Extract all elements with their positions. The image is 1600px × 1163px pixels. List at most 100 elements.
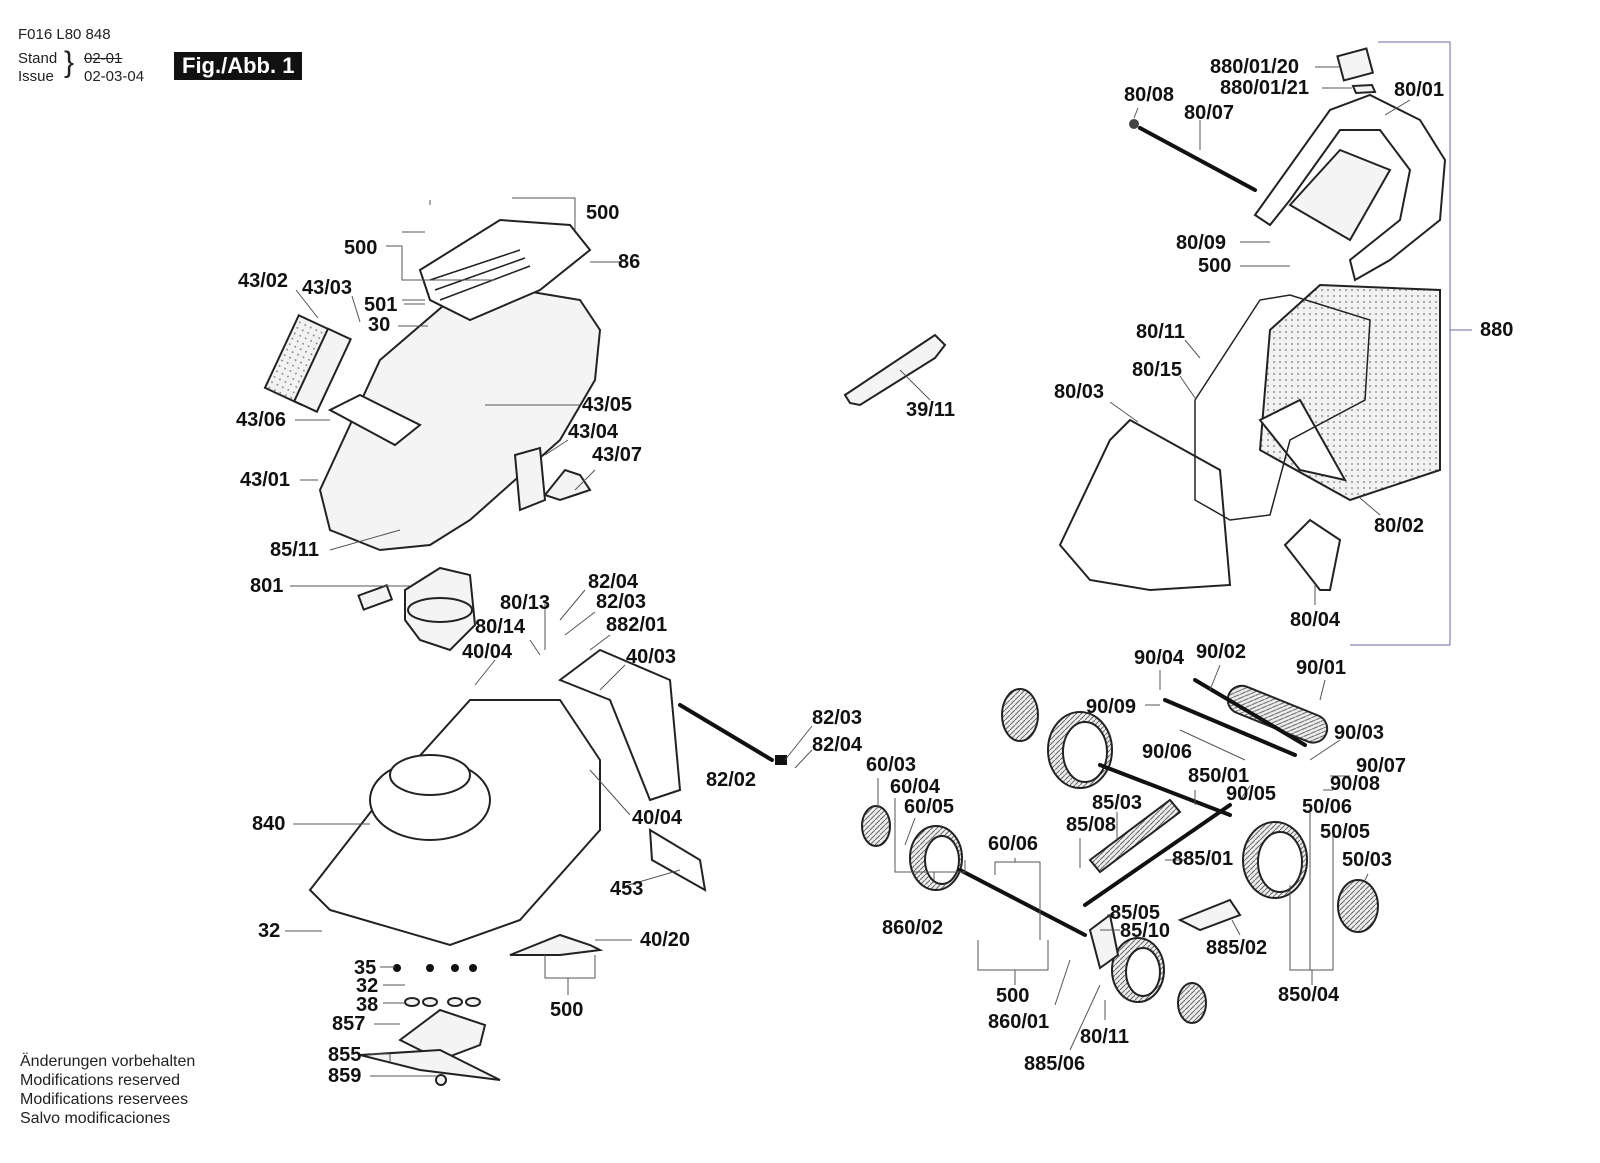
callout-label: 85/11 — [270, 539, 319, 561]
stand-label: Stand — [18, 50, 58, 67]
callout-label: 30 — [368, 314, 391, 336]
callout-label: 850/01 — [1188, 765, 1250, 787]
callout-label: 60/06 — [988, 833, 1039, 855]
callout-label: 40/04 — [462, 641, 513, 663]
chassis-group — [285, 566, 813, 1086]
tool-39-11-drawing — [843, 333, 947, 407]
callout-label: 40/03 — [626, 646, 677, 668]
notice-line: Modifications reservees — [20, 1091, 189, 1108]
cap-80-08 — [1129, 119, 1139, 129]
nut-859 — [435, 1074, 447, 1086]
issue-date: 02-03-04 — [84, 68, 145, 85]
callout-label: 857 — [332, 1013, 366, 1035]
modifications-notice: Änderungen vorbehalten Modifications res… — [20, 1052, 195, 1128]
callout-label: 860/01 — [988, 1011, 1050, 1033]
callout-label: 80/01 — [1394, 79, 1445, 101]
callout-label: 60/05 — [904, 796, 955, 818]
callout-label: 500 — [1198, 255, 1232, 277]
callout-label: 860/02 — [882, 917, 944, 939]
callout-label: 82/04 — [812, 734, 863, 756]
callout-label: 85/03 — [1092, 792, 1143, 814]
callout-label-assembly: 880 — [1480, 319, 1514, 341]
callout-label: 43/05 — [582, 394, 633, 416]
callout-label: 50/06 — [1302, 796, 1353, 818]
label-43-06 — [327, 393, 422, 447]
callout-label: 90/06 — [1142, 741, 1193, 763]
callout-label: 501 — [364, 294, 398, 316]
callout-label: 85/08 — [1066, 814, 1117, 836]
callout-label: 43/02 — [238, 270, 289, 292]
callout-label: 80/09 — [1176, 232, 1227, 254]
hubcap-left-rear — [1001, 688, 1039, 742]
rod-80-07 — [1138, 126, 1257, 192]
box-80-02 — [1258, 283, 1441, 502]
cap-880-01-20 — [1336, 47, 1375, 82]
chute-80-03 — [1058, 418, 1232, 592]
callout-label: 32 — [258, 920, 281, 942]
callout-label: 90/05 — [1226, 783, 1277, 805]
callout-label: 80/11 — [1136, 321, 1185, 343]
brace-icon: } — [64, 46, 75, 79]
callout-label: 80/11 — [1080, 1026, 1129, 1048]
callout-label: 880/01/21 — [1220, 77, 1309, 99]
clip-43-04 — [513, 446, 547, 512]
callout-label: 859 — [328, 1065, 362, 1087]
callout-label: 43/03 — [302, 277, 353, 299]
bar-885-01 — [1083, 803, 1232, 907]
bracket-85-10 — [1088, 913, 1120, 970]
callout-label: 43/01 — [240, 469, 291, 491]
axle-860-01 — [958, 868, 1087, 937]
bracket-885-02 — [1177, 898, 1242, 932]
callout-label: 882/01 — [606, 614, 668, 636]
blade-855 — [359, 1048, 501, 1081]
callout-label: 840 — [252, 813, 286, 835]
callout-label: 80/13 — [500, 592, 551, 614]
callout-label: 80/14 — [475, 616, 526, 638]
callout-label: 43/04 — [568, 421, 619, 443]
cap-880-01-21 — [1351, 83, 1377, 95]
callout-label: 90/07 — [1356, 755, 1407, 777]
callout-label: 80/02 — [1374, 515, 1425, 537]
callout-label: 90/02 — [1196, 641, 1247, 663]
part-number: F016 L80 848 — [18, 26, 111, 43]
callout-label: 60/04 — [890, 776, 941, 798]
clip-43-07 — [543, 468, 592, 502]
label-453 — [648, 828, 707, 892]
callout-label: 500 — [344, 237, 378, 259]
hood-cover-86 — [418, 218, 592, 322]
grille-43-03 — [292, 327, 353, 414]
callout-label: 43/06 — [236, 409, 287, 431]
callout-label: 90/04 — [1134, 647, 1185, 669]
callout-label: 38 — [356, 994, 379, 1016]
flap-80-04 — [1283, 518, 1342, 591]
issue-label: Issue — [18, 68, 54, 85]
roller-90-01 — [1226, 684, 1329, 744]
wheels-roller-group — [861, 664, 1379, 1051]
callout-label: 90/03 — [1334, 722, 1385, 744]
callout-label: 500 — [586, 202, 620, 224]
bolts — [393, 964, 481, 1007]
callout-label: 82/03 — [596, 591, 647, 613]
callout-label: 885/02 — [1206, 937, 1268, 959]
callout-label: 80/15 — [1132, 359, 1183, 381]
callout-label: 500 — [996, 985, 1030, 1007]
hubcap-60-03 — [861, 805, 891, 847]
callout-label: 855 — [328, 1044, 362, 1066]
callout-label: 35 — [354, 957, 377, 979]
callout-label: 82/02 — [706, 769, 757, 791]
callout-label: 80/04 — [1290, 609, 1341, 631]
callout-label: 32 — [356, 975, 379, 997]
callout-label: 43/07 — [592, 444, 643, 466]
old-date-struck: 02-01 — [84, 50, 123, 67]
callout-label: 85/05 — [1110, 902, 1161, 924]
callout-label: 40/20 — [640, 929, 691, 951]
axle-90-02 — [1193, 678, 1307, 747]
callout-label: 90/08 — [1330, 773, 1381, 795]
motor-hood-group — [263, 197, 622, 552]
callout-label: 60/03 — [866, 754, 917, 776]
callout-label: 80/08 — [1124, 84, 1175, 106]
callout-label: 850/04 — [1278, 984, 1340, 1006]
guard-40-20 — [509, 933, 604, 956]
callout-label: 50/05 — [1320, 821, 1371, 843]
figure-label: Fig./Abb. 1 — [174, 52, 303, 80]
